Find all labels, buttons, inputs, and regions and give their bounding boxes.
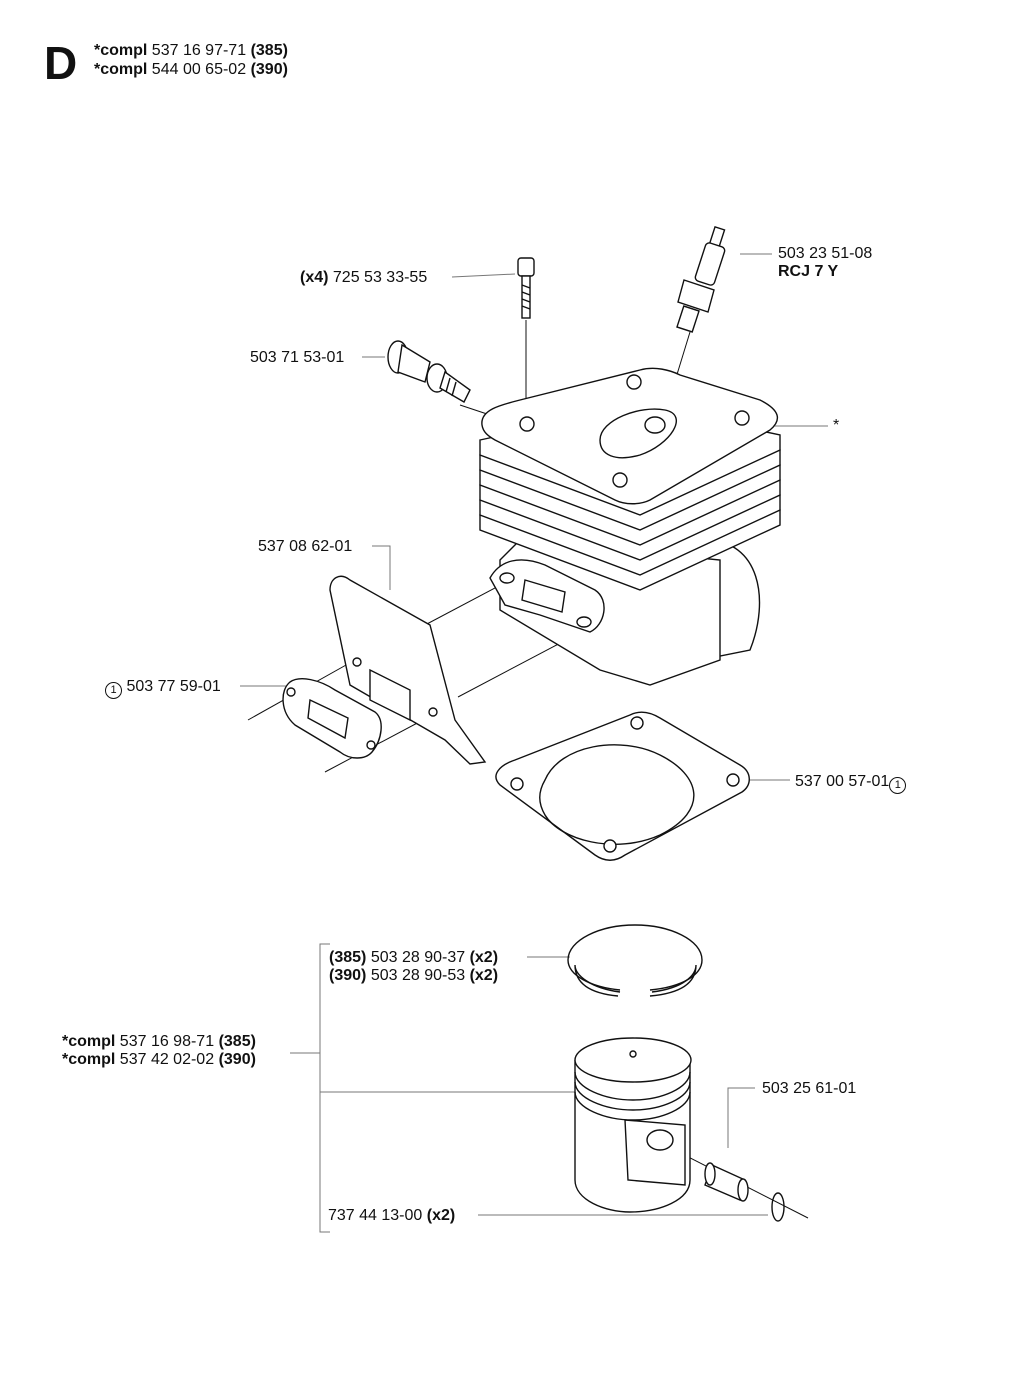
piston-ring-390-label: (390) 503 28 90-53 (x2) bbox=[329, 967, 499, 984]
spark-plug-label: 503 23 51-08 bbox=[778, 245, 873, 262]
screw-label: (x4) 725 53 33-55 bbox=[300, 269, 428, 286]
decompression-valve-drawing bbox=[387, 340, 471, 403]
cylinder-drawing bbox=[479, 367, 781, 686]
circlip-label: 737 44 13-00 (x2) bbox=[328, 1207, 456, 1224]
note-marker-icon: 1 bbox=[889, 777, 907, 794]
exhaust-gasket-drawing bbox=[282, 678, 382, 759]
exhaust-gasket-label: 1 503 77 59-01 bbox=[105, 678, 221, 699]
heat-shield-label: 537 08 62-01 bbox=[258, 538, 353, 555]
piston-ring-drawing bbox=[567, 924, 703, 997]
heat-shield-drawing bbox=[329, 575, 487, 765]
cylinder-label: * bbox=[833, 417, 840, 434]
note-marker-icon: 1 bbox=[105, 682, 122, 699]
spark-plug-drawing bbox=[676, 226, 726, 333]
spark-plug-type-label: RCJ 7 Y bbox=[778, 263, 839, 280]
header-line-1: *compl 537 16 97-71 (385) bbox=[94, 42, 288, 59]
piston-390-label: *compl 537 42 02-02 (390) bbox=[62, 1051, 256, 1068]
decomp-valve-label: 503 71 53-01 bbox=[250, 349, 345, 366]
cylinder-fins bbox=[479, 367, 781, 591]
piston-ring-385-label: (385) 503 28 90-37 (x2) bbox=[329, 949, 499, 966]
circlip-drawing bbox=[771, 1192, 785, 1222]
piston-385-label: *compl 537 16 98-71 (385) bbox=[62, 1033, 256, 1050]
screw-drawing bbox=[517, 257, 535, 319]
needle-bearing-drawing bbox=[704, 1162, 749, 1202]
piston-drawing bbox=[574, 1037, 692, 1213]
needle-bearing-label: 503 25 61-01 bbox=[762, 1080, 857, 1097]
header-line-2: *compl 544 00 65-02 (390) bbox=[94, 61, 288, 78]
section-letter: D bbox=[44, 37, 78, 89]
cylinder-gasket-drawing bbox=[495, 711, 750, 861]
